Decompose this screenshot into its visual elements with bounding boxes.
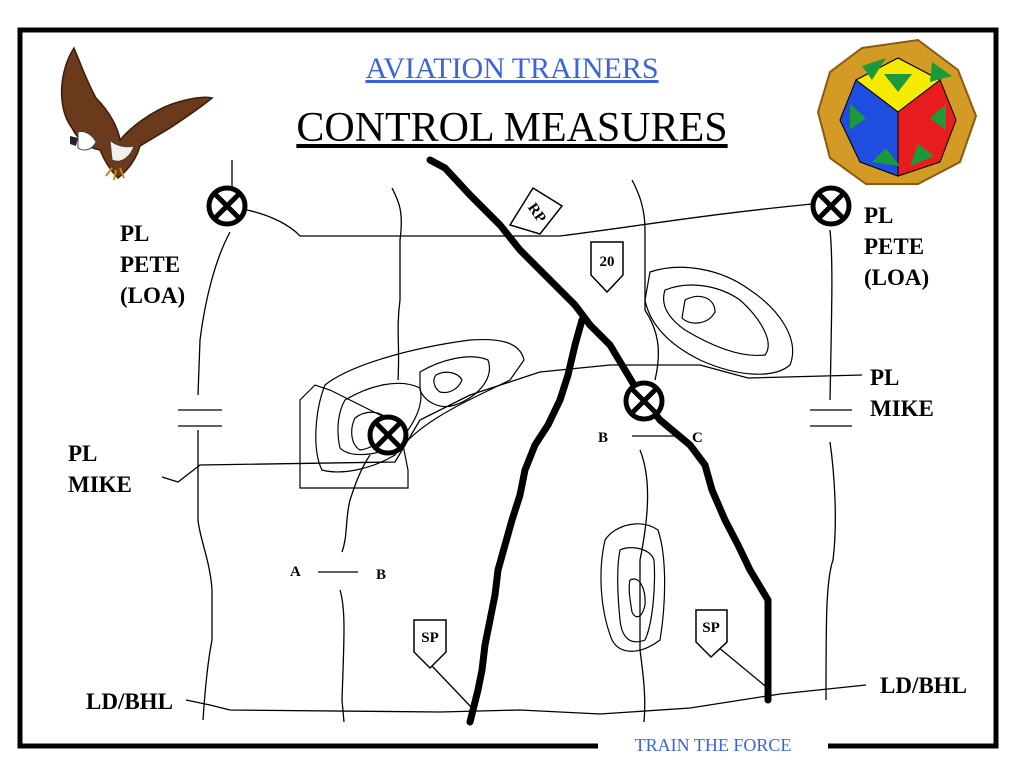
slide-frame (17, 27, 999, 749)
checkpoint-x-icon (367, 414, 409, 456)
route-right (466, 316, 586, 726)
label-pl-pete-left: PL PETE (LOA) (120, 221, 186, 308)
control-points (206, 185, 852, 456)
label-pl-mike-right: PL MIKE (870, 365, 934, 421)
checkpoint-20-label: 20 (600, 254, 615, 270)
footer-tagline: TRAIN THE FORCE (598, 735, 828, 756)
checkpoint-x-icon (810, 185, 852, 227)
label-point-b-lower: B (376, 567, 387, 583)
label-ld-bhl-left: LD/BHL (86, 689, 173, 714)
sp-right-label: SP (702, 620, 720, 636)
checkpoint-x-icon (206, 185, 248, 227)
route-lines (426, 156, 772, 726)
rp-marker: RP (508, 186, 564, 235)
label-point-a: A (290, 564, 301, 580)
checkpoint-20-marker: 20 (590, 241, 624, 294)
page-title: AVIATION TRAINERS (365, 52, 659, 85)
label-ld-bhl-right: LD/BHL (880, 673, 967, 698)
eagle-icon (60, 46, 214, 181)
label-pl-mike-left: PL MIKE (68, 441, 132, 497)
route-left (426, 156, 772, 704)
map-lines (161, 160, 867, 723)
sp-left-label: SP (421, 630, 439, 646)
label-point-b-upper: B (598, 430, 609, 446)
checkpoint-x-icon (623, 380, 665, 422)
terrain-contours (299, 266, 794, 652)
unit-insignia-icon (816, 38, 978, 185)
sp-marker-left: SP (413, 619, 447, 670)
page-subtitle: CONTROL MEASURES (296, 105, 728, 151)
label-pl-pete-right: PL PETE (LOA) (864, 203, 930, 290)
sp-marker-right: SP (695, 609, 728, 659)
label-point-c: C (692, 430, 703, 446)
